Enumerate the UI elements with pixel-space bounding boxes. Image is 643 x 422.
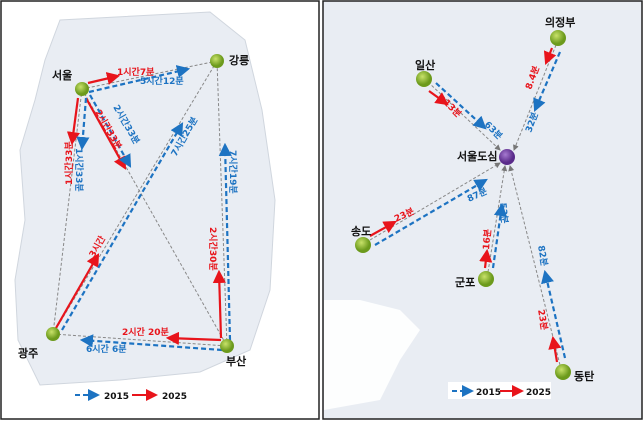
label-dongtan: 동탄 xyxy=(574,369,594,383)
node-uijeongbu[interactable] xyxy=(550,30,566,46)
metro-arrows-2025 xyxy=(369,47,562,363)
city-nodes xyxy=(46,54,234,353)
time-seoul-gangneung-2015: 5시간12분 xyxy=(140,75,184,87)
time-busan-gwangju-2015: 6시간 6분 xyxy=(86,343,127,355)
time-gunpo-2025: 16분 xyxy=(481,229,494,251)
time-busan-gwangju-2025: 2시간 20분 xyxy=(122,326,169,338)
node-gangneung[interactable] xyxy=(210,54,224,68)
label-seoul: 서울 xyxy=(52,68,72,82)
node-seoul-center[interactable] xyxy=(499,149,515,165)
time-dongtan-2025: 23분 xyxy=(535,309,549,331)
label-busan: 부산 xyxy=(226,354,246,368)
label-songdo: 송도 xyxy=(351,225,371,238)
arrows-2015 xyxy=(61,65,232,352)
national-map-panel: 서울 강릉 광주 부산 1시간7분 5시간12분 2시간33분 2시간33분 1… xyxy=(0,0,320,420)
legend: 2015 2025 xyxy=(75,389,187,402)
node-seoul[interactable] xyxy=(75,82,89,96)
time-busan-gangneung-2015: 7시간19분 xyxy=(227,150,239,194)
metro-legend: 2015 2025 xyxy=(448,382,551,399)
label-gwangju: 광주 xyxy=(18,347,38,360)
metro-legend-2015: 2015 xyxy=(476,388,501,398)
time-seoul-gwangju-2025: 1시간33분 xyxy=(63,141,75,185)
time-seoul-gwangju-2015: 1시간33분 xyxy=(73,148,85,192)
label-uijeongbu: 의정부 xyxy=(545,15,575,29)
label-gangneung: 강릉 xyxy=(229,53,249,67)
metro-arrows-2015 xyxy=(374,51,567,359)
node-dongtan[interactable] xyxy=(555,364,571,380)
legend-2025: 2025 xyxy=(162,392,187,402)
label-seoul-center: 서울도심 xyxy=(457,149,497,163)
time-gunpo-2015: 53분 xyxy=(497,202,510,224)
node-busan[interactable] xyxy=(220,339,234,353)
time-dongtan-2015: 82분 xyxy=(535,245,549,267)
label-gunpo: 군포 xyxy=(455,276,475,289)
time-busan-gangneung-2025: 2시간30분 xyxy=(207,227,219,271)
metro-legend-2025: 2025 xyxy=(526,388,551,398)
node-gwangju[interactable] xyxy=(46,327,60,341)
metro-map-panel: 서울도심 의정부 일산 송도 군포 동탄 13분 63분 8.4분 32분 23… xyxy=(322,0,643,420)
time-seoul-gangneung-2025: 1시간7분 xyxy=(117,66,154,78)
label-ilsan: 일산 xyxy=(415,58,435,72)
node-ilsan[interactable] xyxy=(416,71,432,87)
reference-lines xyxy=(52,60,228,347)
sea-area xyxy=(324,300,420,410)
legend-2015: 2015 xyxy=(104,392,129,402)
node-gunpo[interactable] xyxy=(478,271,494,287)
node-songdo[interactable] xyxy=(355,237,371,253)
arrows-2025 xyxy=(55,72,226,346)
